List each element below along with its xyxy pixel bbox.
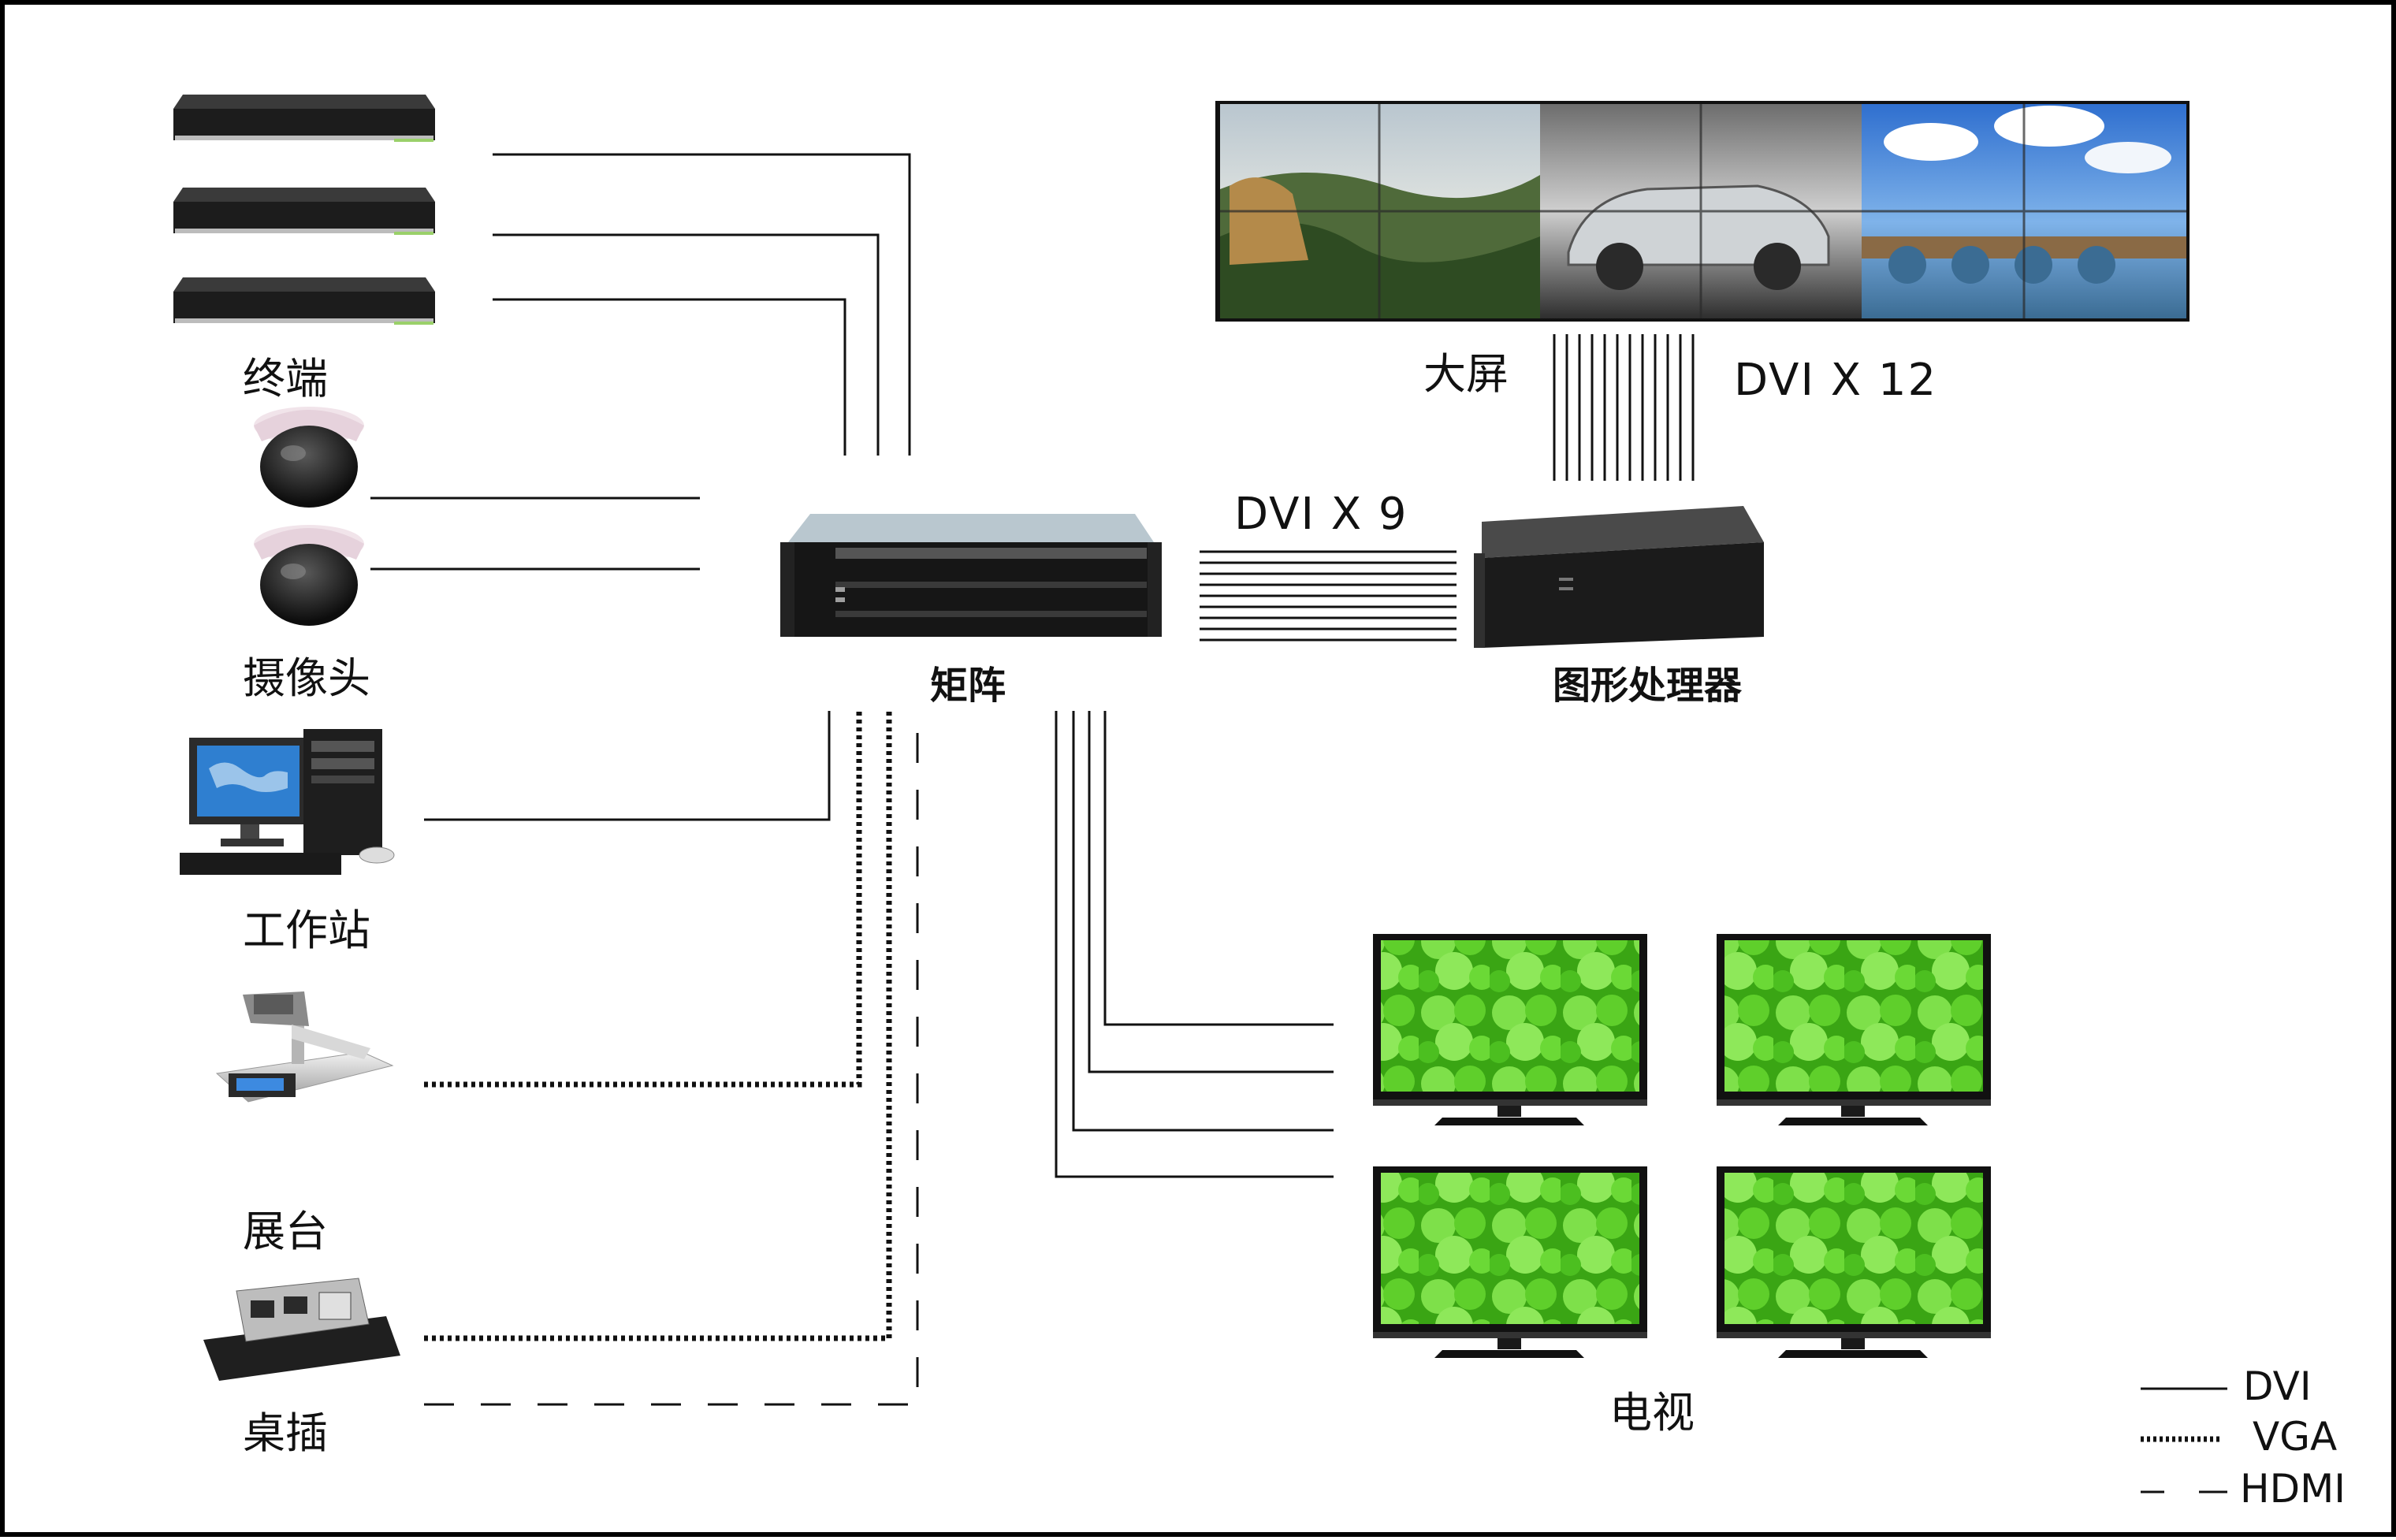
legend-hdmi-label: HDMI xyxy=(2240,1466,2346,1512)
dvi-line-terminal-2 xyxy=(493,233,880,456)
camera-device-2 xyxy=(254,525,364,626)
workstation-label: 工作站 xyxy=(243,906,370,955)
document-camera-label: 展台 xyxy=(243,1207,328,1256)
dvi-line-terminal-3 xyxy=(493,298,846,456)
graphics-processor-device xyxy=(1474,506,1764,648)
dvi-line-tv-4 xyxy=(1055,711,1334,1178)
desk-socket-device xyxy=(203,1278,400,1381)
dvi-line-terminal-1 xyxy=(493,153,911,456)
tv-device-3 xyxy=(1373,1166,1647,1358)
graphics-processor-label: 图形处理器 xyxy=(1553,664,1743,708)
dvi-line-tv-2 xyxy=(1088,711,1334,1073)
camera-label: 摄像头 xyxy=(243,653,370,703)
vga-line-document-camera xyxy=(424,711,862,1088)
camera-device-1 xyxy=(254,407,364,508)
legend-vga-label: VGA xyxy=(2253,1414,2338,1460)
document-camera-device xyxy=(215,991,394,1103)
matrix-device xyxy=(780,514,1162,637)
matrix-label: 矩阵 xyxy=(930,664,1006,708)
terminal-device-3 xyxy=(173,277,435,325)
big-screen-label: 大屏 xyxy=(1423,349,1509,399)
dvi-x12-label: DVI X 12 xyxy=(1734,355,1938,406)
hdmi-line-desk-socket xyxy=(424,711,919,1406)
tv-device-4 xyxy=(1717,1166,1991,1358)
dvi-line-tv-1 xyxy=(1103,711,1334,1026)
tv-device-1 xyxy=(1373,934,1647,1125)
dvi-line-tv-3 xyxy=(1072,711,1334,1132)
vga-line-desk-socket xyxy=(424,711,892,1341)
dvi-bundle-x9 xyxy=(1200,550,1457,642)
workstation-device xyxy=(180,729,395,875)
video-wall xyxy=(1215,101,2190,322)
legend-dvi-label: DVI xyxy=(2243,1363,2312,1409)
terminal-device-2 xyxy=(173,188,435,235)
dvi-line-workstation xyxy=(424,711,831,821)
terminal-device-1 xyxy=(173,95,435,142)
tv-label: 电视 xyxy=(1609,1388,1695,1438)
tv-device-2 xyxy=(1717,934,1991,1125)
terminal-label: 终端 xyxy=(243,354,328,404)
dvi-x9-label: DVI X 9 xyxy=(1234,489,1408,540)
dvi-bundle-x12 xyxy=(1553,334,1695,481)
desk-socket-label: 桌插 xyxy=(243,1408,328,1458)
